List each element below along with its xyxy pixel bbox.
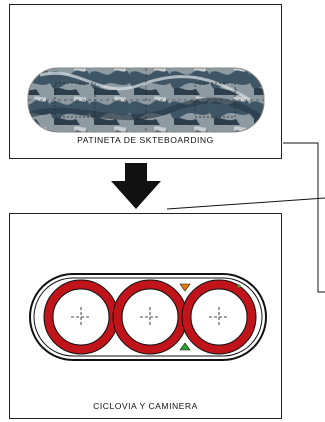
green-marker [179,342,191,351]
crosshairs [71,307,229,327]
skateboard-caption: PATINETA DE SKTEBOARDING [77,135,214,145]
skateboard-panel: PATINETA DE SKTEBOARDING [9,4,282,159]
down-arrow-icon [111,163,161,209]
bike-path-caption: CICLOVIA Y CAMINERA [93,401,198,411]
skateboard-image [27,67,265,133]
bike-path-panel: CICLOVIA Y CAMINERA [9,213,282,419]
bike-path-diagram [29,273,267,361]
orange-marker [179,283,191,292]
